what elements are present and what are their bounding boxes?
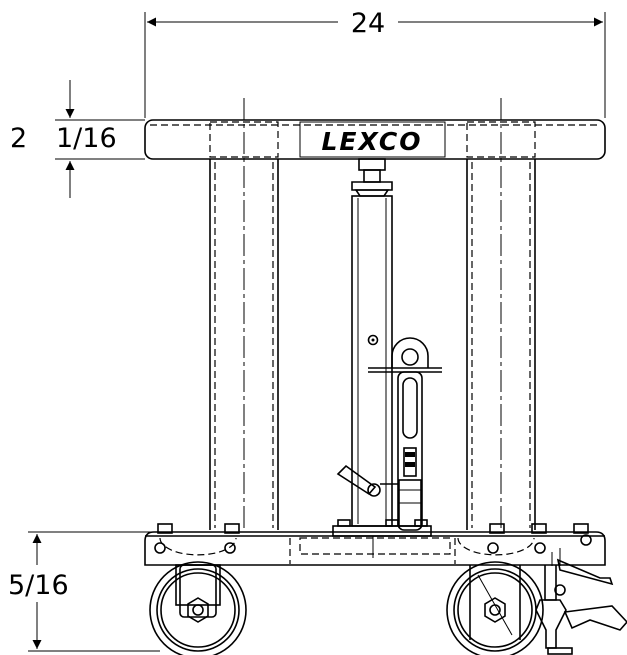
pump-handle-socket <box>336 337 429 531</box>
base-frame <box>144 523 606 566</box>
lexco-logo: LEXCO <box>322 127 423 156</box>
width-dimension: 24 <box>144 8 606 118</box>
floor-lock-brake <box>535 548 627 655</box>
left-caster-wheel <box>149 537 247 655</box>
base-height-label: 5/16 <box>8 570 69 601</box>
hydraulic-cylinder <box>351 158 442 527</box>
top-thickness-fraction: 1/16 <box>56 123 117 154</box>
right-caster-wheel <box>446 537 544 655</box>
frame-bolts <box>154 523 592 554</box>
base-height-dimension: 5/16 <box>8 531 160 652</box>
top-thickness-whole: 2 <box>10 123 27 154</box>
right-leg <box>466 98 536 530</box>
table-top: LEXCO <box>144 119 606 160</box>
left-leg <box>209 98 279 530</box>
width-dimension-label: 24 <box>351 8 385 39</box>
top-thickness-dimension: 2 1/16 <box>10 80 145 198</box>
